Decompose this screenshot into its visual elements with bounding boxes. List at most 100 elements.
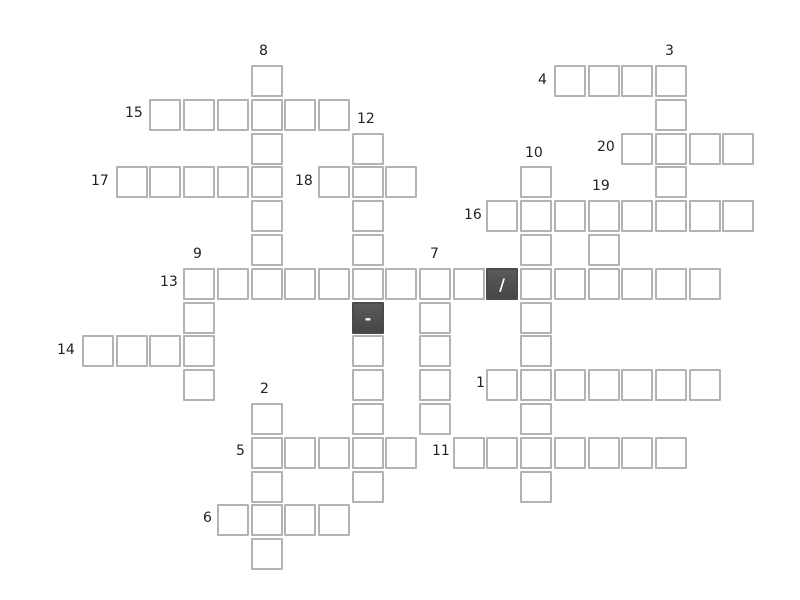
crossword-cell[interactable] xyxy=(419,369,451,401)
crossword-cell[interactable] xyxy=(453,437,485,469)
crossword-cell[interactable] xyxy=(486,200,518,232)
crossword-cell[interactable] xyxy=(251,504,283,536)
crossword-cell[interactable] xyxy=(520,234,552,266)
crossword-cell[interactable] xyxy=(284,504,316,536)
crossword-cell[interactable] xyxy=(655,133,687,165)
crossword-cell[interactable] xyxy=(251,166,283,198)
crossword-cell[interactable] xyxy=(352,437,384,469)
crossword-cell[interactable] xyxy=(284,268,316,300)
crossword-cell[interactable] xyxy=(655,99,687,131)
crossword-cell[interactable] xyxy=(251,99,283,131)
crossword-cell[interactable] xyxy=(284,99,316,131)
crossword-cell[interactable] xyxy=(251,403,283,435)
crossword-cell[interactable] xyxy=(352,369,384,401)
crossword-cell[interactable] xyxy=(554,437,586,469)
crossword-cell[interactable] xyxy=(217,166,249,198)
crossword-cell[interactable] xyxy=(621,268,653,300)
crossword-cell[interactable] xyxy=(251,200,283,232)
crossword-cell[interactable] xyxy=(352,234,384,266)
crossword-cell[interactable] xyxy=(655,369,687,401)
crossword-cell[interactable] xyxy=(419,403,451,435)
crossword-cell[interactable] xyxy=(116,166,148,198)
crossword-cell[interactable] xyxy=(217,99,249,131)
crossword-cell[interactable] xyxy=(689,200,721,232)
crossword-cell[interactable] xyxy=(689,268,721,300)
crossword-cell[interactable] xyxy=(588,65,620,97)
crossword-cell[interactable] xyxy=(621,369,653,401)
crossword-cell[interactable] xyxy=(621,437,653,469)
crossword-cell[interactable] xyxy=(318,166,350,198)
crossword-cell[interactable] xyxy=(318,268,350,300)
crossword-cell[interactable] xyxy=(251,437,283,469)
crossword-cell[interactable] xyxy=(655,65,687,97)
crossword-cell[interactable] xyxy=(419,268,451,300)
crossword-cell[interactable] xyxy=(352,133,384,165)
crossword-cell[interactable] xyxy=(183,268,215,300)
crossword-cell[interactable] xyxy=(183,166,215,198)
crossword-cell[interactable] xyxy=(486,437,518,469)
crossword-cell[interactable] xyxy=(722,200,754,232)
crossword-cell[interactable] xyxy=(217,504,249,536)
crossword-cell[interactable] xyxy=(183,99,215,131)
crossword-cell[interactable] xyxy=(419,335,451,367)
crossword-cell[interactable] xyxy=(284,437,316,469)
crossword-cell[interactable] xyxy=(520,166,552,198)
crossword-cell[interactable] xyxy=(588,234,620,266)
crossword-cell[interactable] xyxy=(251,65,283,97)
crossword-cell[interactable] xyxy=(655,166,687,198)
crossword-cell[interactable] xyxy=(251,538,283,570)
crossword-cell[interactable] xyxy=(352,200,384,232)
crossword-cell[interactable] xyxy=(251,268,283,300)
crossword-cell[interactable] xyxy=(82,335,114,367)
crossword-cell[interactable] xyxy=(149,99,181,131)
crossword-cell[interactable] xyxy=(419,302,451,334)
crossword-cell[interactable] xyxy=(116,335,148,367)
crossword-cell[interactable] xyxy=(251,234,283,266)
crossword-cell[interactable] xyxy=(352,403,384,435)
crossword-cell[interactable] xyxy=(352,335,384,367)
crossword-cell[interactable] xyxy=(554,369,586,401)
crossword-cell[interactable] xyxy=(588,369,620,401)
crossword-cell[interactable] xyxy=(520,335,552,367)
crossword-cell[interactable] xyxy=(588,268,620,300)
crossword-cell[interactable] xyxy=(621,65,653,97)
crossword-cell[interactable] xyxy=(554,200,586,232)
crossword-cell[interactable] xyxy=(520,403,552,435)
crossword-cell[interactable] xyxy=(520,268,552,300)
crossword-cell[interactable] xyxy=(655,200,687,232)
crossword-cell[interactable] xyxy=(352,268,384,300)
crossword-cell[interactable] xyxy=(554,65,586,97)
crossword-cell[interactable] xyxy=(183,335,215,367)
crossword-cell[interactable] xyxy=(689,133,721,165)
crossword-cell[interactable] xyxy=(655,437,687,469)
crossword-cell[interactable] xyxy=(352,166,384,198)
crossword-cell[interactable] xyxy=(486,369,518,401)
crossword-cell[interactable] xyxy=(621,200,653,232)
crossword-cell[interactable] xyxy=(588,437,620,469)
crossword-cell[interactable] xyxy=(554,268,586,300)
crossword-cell[interactable] xyxy=(251,471,283,503)
crossword-cell[interactable] xyxy=(520,369,552,401)
crossword-cell[interactable] xyxy=(183,302,215,334)
crossword-cell[interactable] xyxy=(318,504,350,536)
crossword-cell[interactable] xyxy=(520,302,552,334)
crossword-cell[interactable] xyxy=(520,471,552,503)
crossword-cell[interactable] xyxy=(183,369,215,401)
crossword-cell[interactable] xyxy=(149,166,181,198)
crossword-cell[interactable] xyxy=(251,133,283,165)
crossword-cell[interactable] xyxy=(655,268,687,300)
crossword-cell[interactable] xyxy=(385,268,417,300)
crossword-cell[interactable] xyxy=(385,437,417,469)
crossword-cell[interactable] xyxy=(385,166,417,198)
crossword-cell[interactable] xyxy=(453,268,485,300)
crossword-cell[interactable] xyxy=(722,133,754,165)
crossword-cell[interactable] xyxy=(318,99,350,131)
crossword-cell[interactable] xyxy=(318,437,350,469)
crossword-cell[interactable] xyxy=(149,335,181,367)
crossword-cell[interactable] xyxy=(621,133,653,165)
crossword-cell[interactable] xyxy=(588,200,620,232)
crossword-cell[interactable] xyxy=(520,437,552,469)
crossword-cell[interactable] xyxy=(689,369,721,401)
crossword-cell[interactable] xyxy=(520,200,552,232)
crossword-cell[interactable] xyxy=(352,471,384,503)
